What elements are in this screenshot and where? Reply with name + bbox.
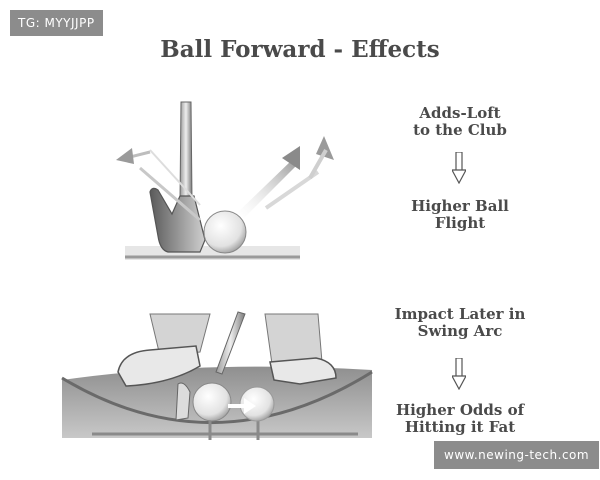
launch-arrow-icon (238, 146, 300, 218)
diagram-title: Ball Forward - Effects (160, 36, 440, 63)
effect-higher-flight: Higher Ball Flight (390, 198, 530, 232)
effect-hitting-fat-line2: Hitting it Fat (404, 418, 516, 436)
effect-adds-loft-line1: Adds-Loft (419, 104, 501, 122)
watermark-badge-bottom: www.newing-tech.com (434, 441, 600, 469)
effect-hitting-fat: Higher Odds of Hitting it Fat (380, 402, 540, 436)
golf-ball-impact (192, 382, 232, 422)
arrow-back-icon (116, 148, 151, 164)
left-shoe (117, 345, 201, 387)
effect-hitting-fat-line1: Higher Odds of (395, 401, 525, 419)
golf-ball-top (203, 210, 247, 254)
effect-impact-later: Impact Later in Swing Arc (380, 306, 540, 340)
effect-adds-loft: Adds-Loft to the Club (390, 105, 530, 139)
effect-impact-later-line1: Impact Later in (394, 305, 526, 323)
right-shoe (269, 357, 337, 385)
club-shaft-bottom (215, 311, 246, 375)
arrow-down-icon (452, 358, 466, 390)
effect-impact-later-line2: Swing Arc (417, 322, 503, 340)
arrow-down-icon (452, 152, 466, 184)
launch-arrow-high-icon (264, 136, 334, 210)
arrow-right-icon (228, 398, 256, 414)
effect-adds-loft-line2: to the Club (413, 121, 507, 139)
swing-arc (61, 370, 373, 425)
club-head-bottom (175, 382, 191, 421)
watermark-badge-top: TG: MYYJJPP (10, 10, 103, 36)
right-trouser (264, 313, 323, 365)
effect-higher-flight-line1: Higher Ball (411, 197, 509, 215)
effect-higher-flight-line2: Flight (434, 214, 486, 232)
club-head (149, 187, 206, 253)
